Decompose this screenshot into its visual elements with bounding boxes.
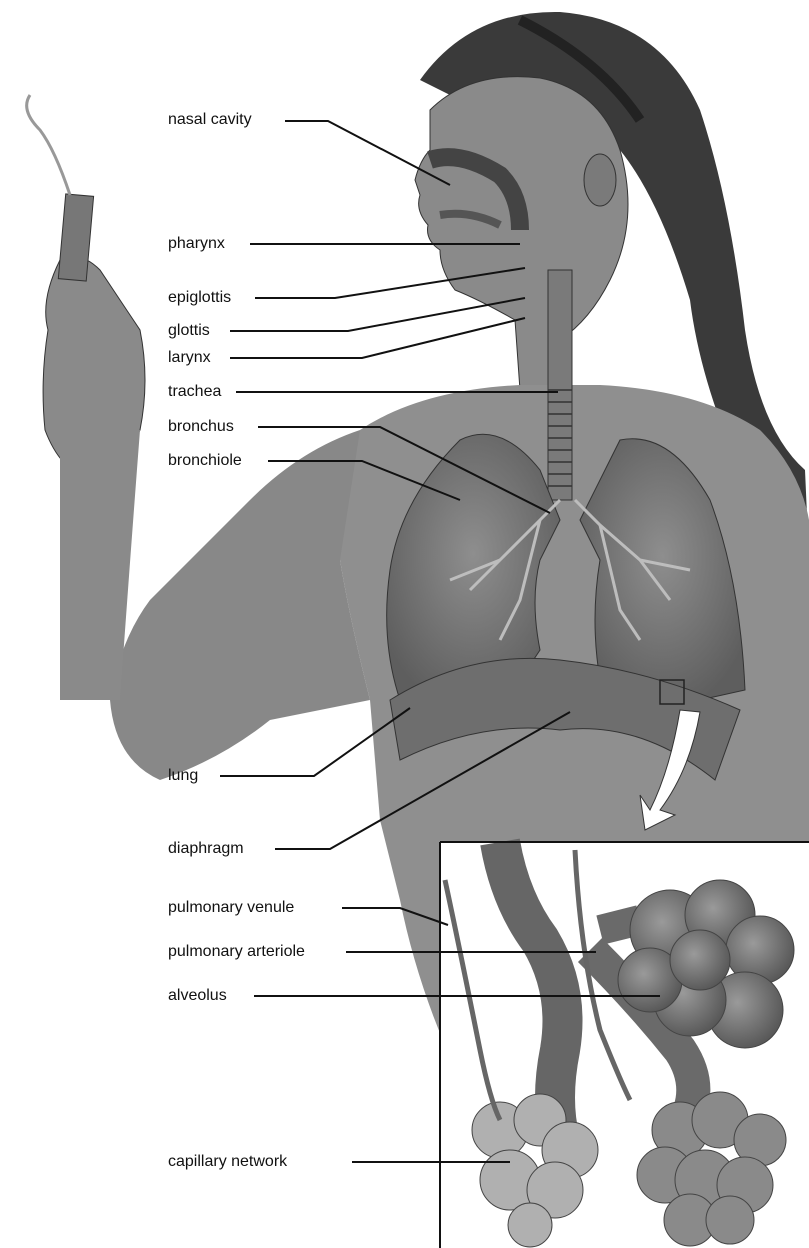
label-pulmonary-venule: pulmonary venule bbox=[168, 899, 294, 917]
label-pharynx: pharynx bbox=[168, 235, 225, 253]
label-diaphragm: diaphragm bbox=[168, 840, 244, 858]
label-alveolus: alveolus bbox=[168, 987, 227, 1005]
head bbox=[415, 77, 628, 390]
label-lung: lung bbox=[168, 767, 198, 785]
label-bronchus: bronchus bbox=[168, 418, 234, 436]
label-bronchiole: bronchiole bbox=[168, 452, 242, 470]
label-epiglottis: epiglottis bbox=[168, 289, 231, 307]
smoke bbox=[27, 95, 70, 195]
leader-glottis bbox=[230, 298, 525, 331]
ear bbox=[584, 154, 616, 206]
arm bbox=[110, 430, 370, 780]
trachea-tube bbox=[548, 270, 572, 500]
leader-larynx bbox=[230, 318, 525, 358]
label-trachea: trachea bbox=[168, 383, 221, 401]
alveoli-inset bbox=[440, 842, 809, 1248]
label-nasal-cavity: nasal cavity bbox=[168, 111, 252, 129]
label-capillary-network: capillary network bbox=[168, 1153, 287, 1171]
label-pulmonary-arteriole: pulmonary arteriole bbox=[168, 943, 305, 961]
label-larynx: larynx bbox=[168, 349, 211, 367]
label-glottis: glottis bbox=[168, 322, 210, 340]
